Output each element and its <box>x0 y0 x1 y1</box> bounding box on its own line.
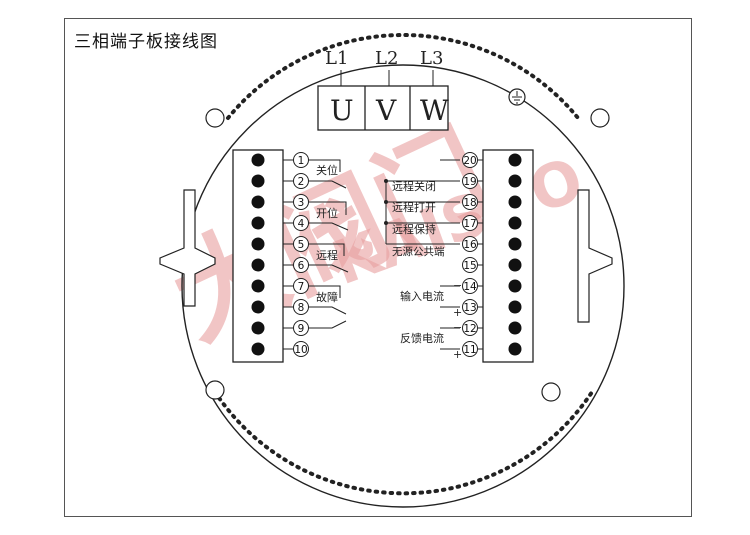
terminal-number: 13 <box>463 302 476 314</box>
label-remote-close: 远程关闭 <box>392 179 436 193</box>
terminal-number: 19 <box>463 176 476 188</box>
phase-label-l1: L1 <box>325 48 348 69</box>
terminal-number: 1 <box>298 155 305 167</box>
terminal-number-circle <box>462 278 478 294</box>
terminal-number-circle <box>462 341 478 357</box>
terminal-screw <box>251 258 265 272</box>
terminal-screw <box>508 342 522 356</box>
terminal-number-circle <box>462 236 478 252</box>
terminal-number-circle <box>293 341 309 357</box>
label-open-position: 开位 <box>316 206 338 220</box>
terminal-screw <box>251 300 265 314</box>
terminal-number: 20 <box>463 155 476 167</box>
phase-box <box>317 85 449 131</box>
terminal-number-circle <box>462 257 478 273</box>
dotted-arc-top <box>226 33 580 120</box>
phase-box-w: W <box>420 94 449 127</box>
label-feedback-current: 反馈电流 <box>400 331 444 345</box>
terminal-screw <box>508 174 522 188</box>
terminal-number: 18 <box>463 197 476 209</box>
right-wiring <box>385 159 460 350</box>
ground-icon <box>508 88 526 106</box>
terminal-screw <box>508 321 522 335</box>
dotted-arc-bottom <box>213 390 594 496</box>
mount-hole <box>205 108 225 128</box>
terminal-screw <box>508 153 522 167</box>
terminal-screw <box>508 216 522 230</box>
terminal-screw <box>251 195 265 209</box>
sign-plus-feedback: + <box>453 348 462 361</box>
label-remote-hold: 远程保持 <box>392 222 436 236</box>
enclosure-circle <box>181 64 625 508</box>
terminal-number: 9 <box>298 323 305 335</box>
label-common: 无源公共端 <box>392 245 445 258</box>
terminal-number: 6 <box>298 260 305 272</box>
terminal-screw <box>251 153 265 167</box>
terminal-number: 17 <box>463 218 476 230</box>
label-remote: 远程 <box>316 249 338 262</box>
terminal-number-circle <box>462 299 478 315</box>
left-contacts <box>308 159 349 329</box>
phase-box-v: V <box>375 94 397 127</box>
terminal-number-circle <box>462 320 478 336</box>
terminal-screw <box>508 300 522 314</box>
terminal-number: 3 <box>298 197 305 209</box>
label-fault: 故障 <box>316 290 338 304</box>
terminal-number-circle <box>462 152 478 168</box>
terminal-number: 15 <box>463 260 476 272</box>
terminal-number: 11 <box>463 344 476 356</box>
label-input-current: 输入电流 <box>400 289 444 303</box>
phase-label-l3: L3 <box>420 48 443 69</box>
phase-label-l2: L2 <box>375 48 398 69</box>
terminal-screw <box>508 258 522 272</box>
terminal-number: 5 <box>298 239 305 251</box>
diagram-frame <box>64 18 692 517</box>
terminal-screw <box>508 195 522 209</box>
mount-hole <box>590 108 610 128</box>
terminal-number: 14 <box>463 281 477 293</box>
terminal-number: 10 <box>294 344 307 356</box>
terminal-screw <box>508 237 522 251</box>
terminal-number-circle <box>462 194 478 210</box>
sign-plus-input: + <box>453 306 462 319</box>
label-close-position: 关位 <box>316 163 338 177</box>
terminal-screw <box>251 321 265 335</box>
mount-hole <box>541 382 561 402</box>
terminal-number: 16 <box>463 239 477 251</box>
terminal-screw <box>508 279 522 293</box>
terminal-number: 8 <box>298 302 305 314</box>
terminal-number: 2 <box>298 176 305 188</box>
right-terminal-block <box>482 149 534 363</box>
terminal-screw <box>251 174 265 188</box>
terminal-screw <box>251 237 265 251</box>
terminal-number-circle <box>462 173 478 189</box>
left-bracket <box>159 189 216 307</box>
mount-hole <box>205 380 225 400</box>
terminal-number: 4 <box>298 218 305 230</box>
terminal-number: 7 <box>298 281 305 293</box>
terminal-screw <box>251 216 265 230</box>
label-remote-open: 远程打开 <box>392 200 436 214</box>
right-terminal-pins: 20 19 18 17 16 15 14 13 12 11 <box>462 152 522 357</box>
diagram-title: 三相端子板接线图 <box>74 32 218 52</box>
terminal-number-circle <box>462 215 478 231</box>
terminal-screw <box>251 342 265 356</box>
right-bracket <box>577 189 613 323</box>
phase-box-u: U <box>330 94 354 127</box>
terminal-number: 12 <box>463 323 476 335</box>
terminal-screw <box>251 279 265 293</box>
